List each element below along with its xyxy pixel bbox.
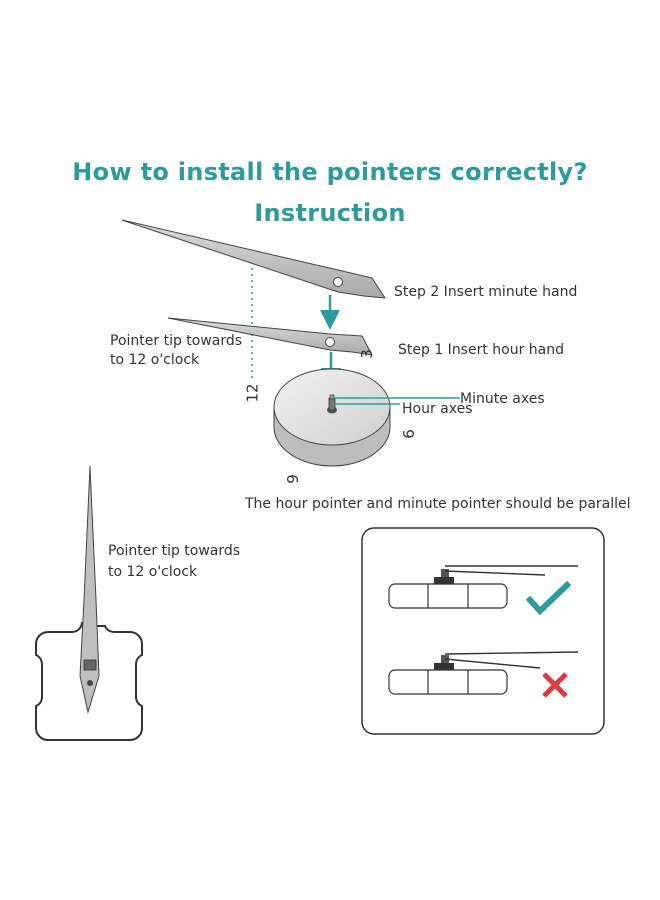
clock-movement-disc [273, 368, 391, 467]
cross-icon [542, 672, 568, 698]
dial-number-9: 9 [283, 474, 302, 484]
hour-axes-label: Hour axes [402, 401, 473, 417]
minute-hand [121, 219, 386, 299]
pointer-tip-label-top: Pointer tip towards to 12 o'clock [110, 333, 243, 368]
comparison-box [361, 527, 605, 735]
hour-hand [167, 317, 373, 356]
step2-label: Step 2 Insert minute hand [394, 284, 578, 300]
wrong-example [388, 651, 579, 695]
vertical-hand [79, 465, 100, 714]
step1-label: Step 1 Insert hour hand [398, 342, 565, 358]
page-title: How to install the pointers correctly? [72, 158, 588, 186]
dial-number-6: 6 [399, 429, 418, 439]
check-icon [525, 580, 572, 616]
parallel-note: The hour pointer and minute pointer shou… [245, 496, 631, 512]
dial-number-12: 12 [243, 383, 262, 403]
minute-axes-label: Minute axes [460, 391, 545, 407]
pointer-tip-label-bottom: Pointer tip towards to 12 o'clock [108, 543, 241, 580]
correct-example [388, 565, 578, 609]
page-subtitle: Instruction [254, 199, 406, 227]
dial-number-3: 3 [357, 349, 376, 359]
